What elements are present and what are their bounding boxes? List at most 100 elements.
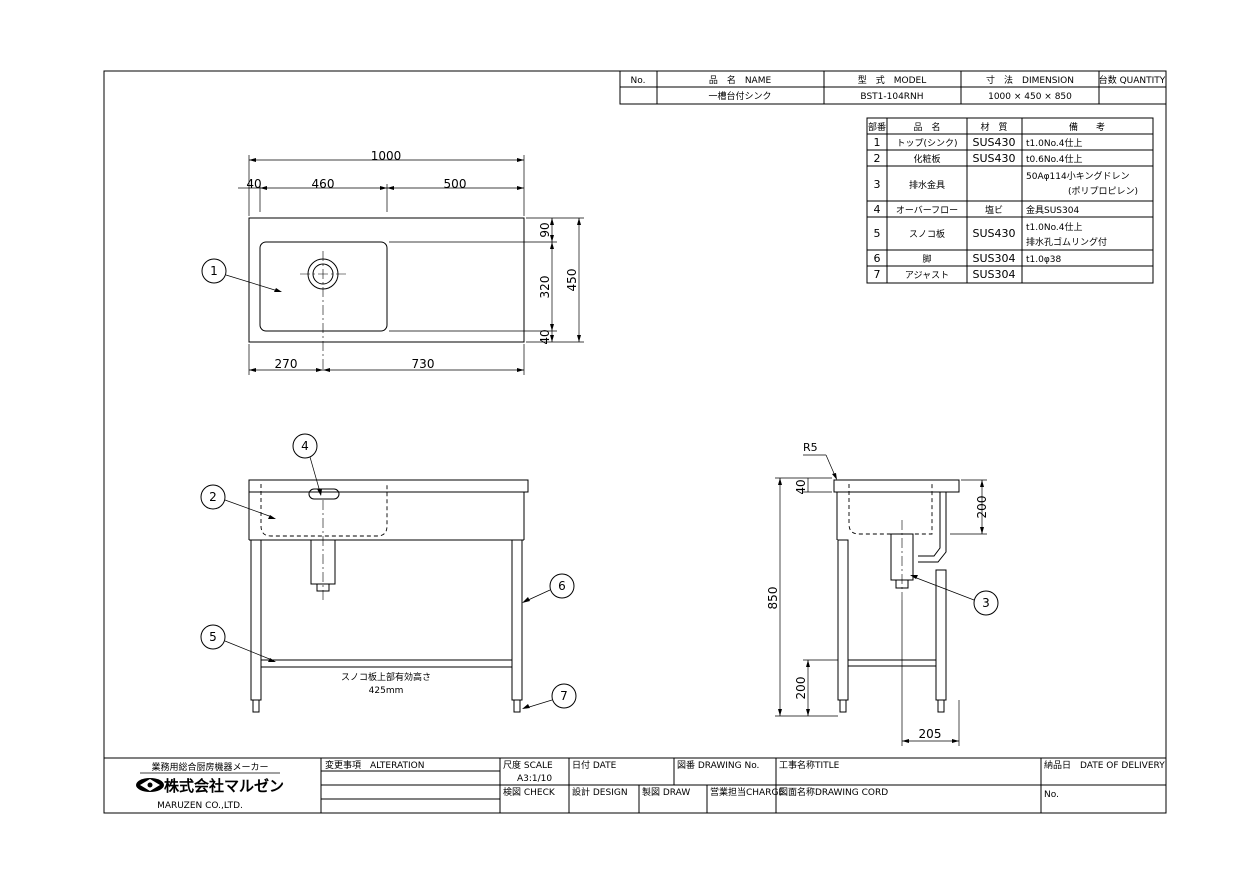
- parts-row-material: SUS430: [972, 152, 1015, 165]
- side-basin: [848, 484, 933, 535]
- balloon-1-label: 1: [210, 264, 218, 278]
- dim-radius: R5: [803, 441, 818, 454]
- dim-drain-to-right: 730: [412, 357, 435, 371]
- dim-side-shelf: 200: [794, 677, 808, 700]
- parts-row-material: 塩ビ: [985, 204, 1003, 216]
- dim-basin-depth: 320: [538, 276, 552, 299]
- scale-value: A3:1/10: [517, 774, 552, 784]
- parts-row-name: 脚: [922, 254, 931, 265]
- balloon-1: [201, 258, 227, 284]
- dim-basin-width: 460: [312, 177, 335, 191]
- dim-side-height: 850: [766, 587, 780, 610]
- front-shelf: [260, 659, 513, 668]
- side-shelf: [847, 659, 937, 667]
- scale-label: 尺度 SCALE: [503, 759, 553, 771]
- parts-row-no: 6: [874, 252, 881, 265]
- charge-label: 営業担当CHARGE: [710, 786, 784, 798]
- parts-row-name: スノコ板: [909, 228, 945, 240]
- shelf-note-line2: 425mm: [369, 686, 404, 696]
- parts-header-material: 材 質: [980, 121, 1007, 133]
- front-leg-right: [511, 539, 523, 701]
- parts-row-no: 2: [874, 152, 881, 165]
- parts-row-no: 1: [874, 136, 881, 149]
- delivery-label: 納品日 DATE OF DELIVERY: [1044, 759, 1165, 771]
- shelf-note-line1: スノコ板上部有効高さ: [341, 671, 431, 683]
- parts-row-note: t1.0No.4仕上: [1026, 221, 1083, 233]
- parts-table: 部番 品 名 材 質 備 考 1 トップ(シンク) SUS430 t1.0No.…: [866, 117, 1154, 284]
- drawing-no-label: 図番 DRAWING No.: [677, 759, 759, 771]
- dim-front-margin: 40: [538, 329, 552, 344]
- date-label: 日付 DATE: [572, 760, 617, 771]
- balloon-5-label: 5: [209, 630, 217, 644]
- parts-row-note-2: (ポリプロピレン): [1068, 186, 1138, 197]
- parts-row-material: SUS430: [972, 136, 1015, 149]
- parts-row-name: 排水金具: [909, 179, 945, 191]
- dim-drain-offset: 270: [275, 357, 298, 371]
- balloon-7: [551, 683, 577, 709]
- parts-row-name: オーバーフロー: [896, 205, 958, 216]
- balloon-2-label: 2: [209, 490, 217, 504]
- design-label: 設計 DESIGN: [572, 786, 628, 798]
- maruzen-logo-icon: [136, 778, 164, 792]
- dim-left-margin: 40: [246, 177, 261, 191]
- check-label: 検図 CHECK: [503, 786, 556, 798]
- balloon-6-label: 6: [558, 579, 566, 593]
- balloon-7-label: 7: [560, 689, 568, 703]
- parts-row-material: SUS430: [972, 227, 1015, 240]
- balloon-3: [973, 590, 999, 616]
- title-no-label: No.: [631, 76, 646, 86]
- plan-outline: [248, 217, 525, 343]
- title-model-label: 型 式 MODEL: [858, 74, 926, 86]
- parts-row-note: t0.6No.4仕上: [1026, 153, 1083, 165]
- parts-header-name: 品 名: [913, 121, 940, 133]
- side-view: 40 850 200 200 205 R5 3: [766, 441, 999, 746]
- balloon-3-label: 3: [982, 596, 990, 610]
- company-name: 株式会社マルゼン: [164, 777, 284, 795]
- parts-row-material: SUS304: [972, 252, 1015, 265]
- balloon-6: [549, 573, 575, 599]
- footer-no-label: No.: [1044, 790, 1059, 800]
- title-block: No. 品 名 NAME 型 式 MODEL 寸 法 DIMENSION 台数 …: [619, 70, 1167, 105]
- title-quantity-label: 台数 QUANTITY: [1099, 74, 1166, 86]
- title-name-value: 一槽台付シンク: [708, 90, 771, 102]
- parts-header-no: 部番: [868, 121, 886, 133]
- title-dimension-value: 1000 × 450 × 850: [988, 92, 1072, 102]
- balloon-5: [200, 624, 226, 650]
- dim-back-margin: 90: [538, 222, 552, 237]
- footer-block: 業務用総合厨房機器メーカー 株式会社マルゼン MARUZEN CO.,LTD. …: [104, 757, 1166, 813]
- balloon-2: [200, 484, 226, 510]
- front-view: スノコ板上部有効高さ 425mm 4 2 5 6 7: [200, 433, 577, 713]
- parts-row-note-2: 排水孔ゴムリング付: [1026, 236, 1107, 248]
- parts-header-note: 備 考: [1069, 121, 1105, 133]
- drawing-cord-label: 図面名称DRAWING CORD: [779, 786, 888, 798]
- company-tagline: 業務用総合厨房機器メーカー: [151, 761, 268, 773]
- parts-row-name: トップ(シンク): [896, 138, 957, 149]
- parts-row-material: SUS304: [972, 268, 1015, 281]
- side-overflow-pipe: [918, 492, 941, 557]
- sheet-border: [103, 70, 1167, 814]
- parts-row-note: t1.0φ38: [1026, 255, 1062, 265]
- dim-side-top: 40: [794, 479, 808, 494]
- parts-row-name: 化粧板: [913, 153, 940, 165]
- plan-basin: [259, 241, 388, 332]
- title-name-label: 品 名 NAME: [709, 74, 772, 86]
- parts-row-note: 金具SUS304: [1026, 204, 1079, 216]
- alteration-label: 変更事項 ALTERATION: [325, 759, 424, 771]
- title-model-value: BST1-104RNH: [860, 92, 923, 102]
- side-leg-back: [935, 569, 947, 701]
- title-dimension-label: 寸 法 DIMENSION: [986, 74, 1074, 86]
- front-overflow: [308, 488, 340, 500]
- plan-view: 1000 40 460 500 270 730 90 320 40 450: [201, 149, 584, 375]
- dim-side-bowl: 200: [975, 496, 989, 519]
- front-top: [248, 479, 529, 493]
- parts-row-no: 4: [874, 203, 881, 216]
- parts-row-note: 50Aφ114小キングドレン: [1026, 170, 1129, 182]
- parts-row-name: アジャスト: [905, 271, 949, 281]
- parts-row-no: 5: [874, 227, 881, 240]
- dim-side-foot: 205: [919, 727, 942, 741]
- side-top: [833, 479, 960, 493]
- balloon-4: [292, 433, 318, 459]
- balloon-4-label: 4: [301, 439, 309, 453]
- side-leg-front: [837, 539, 849, 701]
